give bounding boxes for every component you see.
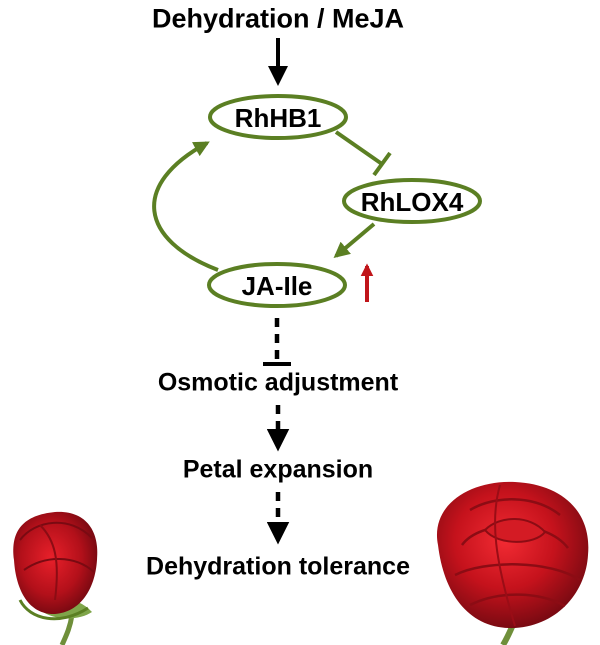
rose-bloom-icon — [436, 481, 589, 645]
inhibit-bar-rhlox4 — [372, 151, 392, 177]
petal-expansion-label: Petal expansion — [182, 455, 374, 484]
dehydration-tolerance-label: Dehydration tolerance — [146, 552, 410, 581]
osmotic-adjustment-label: Osmotic adjustment — [157, 368, 399, 397]
top-label: Dehydration / MeJA — [151, 3, 405, 34]
arrow-rhlox4-jaile — [333, 222, 376, 259]
inhibit-rhhb1-rhlox4 — [334, 130, 384, 166]
jaile-node — [207, 262, 347, 308]
jaile-label: JA-Ile — [241, 271, 313, 301]
arrow-jaile-rhhb1-loop — [152, 141, 219, 272]
rhhb1-label: RhHB1 — [234, 103, 322, 133]
rhlox4-node — [342, 178, 482, 224]
rhhb1-node — [208, 94, 348, 140]
rose-bud-icon — [13, 511, 98, 645]
rhlox4-label: RhLOX4 — [360, 187, 464, 217]
